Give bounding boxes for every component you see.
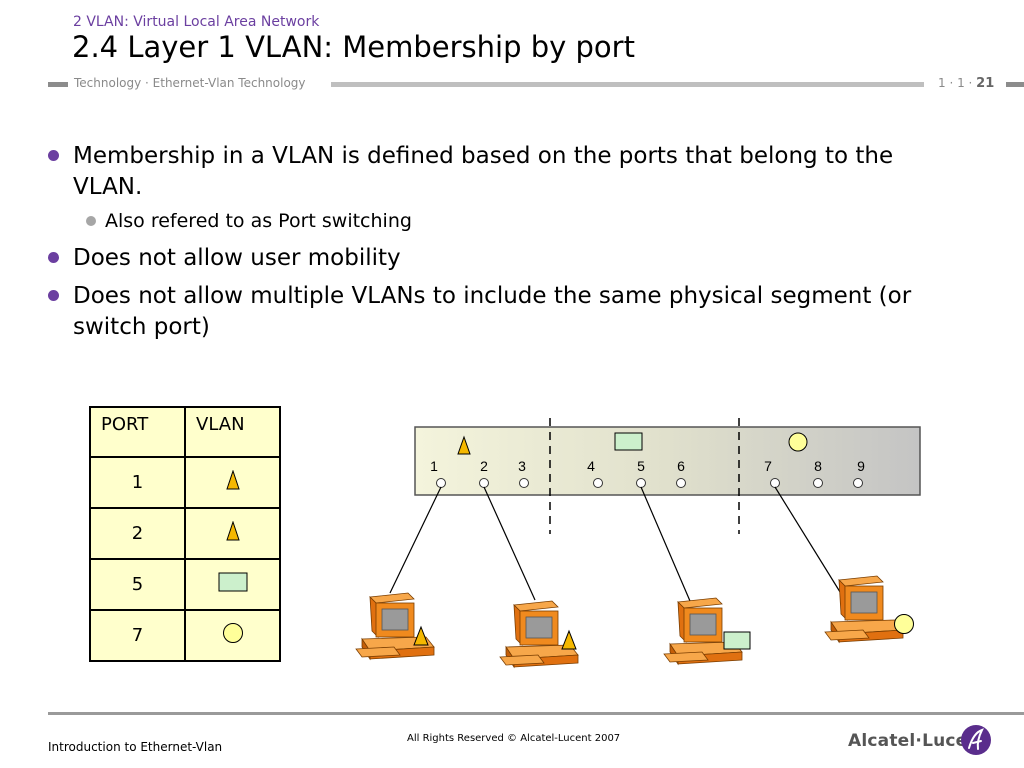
triangle-icon [225, 469, 240, 490]
page-number-value: 21 [976, 76, 995, 91]
rectangle-icon [218, 572, 247, 592]
section-kicker: 2 VLAN: Virtual Local Area Network [73, 14, 320, 30]
vlan-cell [184, 507, 281, 560]
bullet-item: Membership in a VLAN is defined based on… [48, 141, 963, 203]
rectangle-icon [723, 631, 751, 650]
computer-icon [499, 600, 579, 668]
header-rule-right [1006, 82, 1024, 87]
port-label: 8 [814, 458, 822, 474]
table-row: 7 [89, 609, 281, 662]
port-icon [436, 478, 446, 488]
cable-line [389, 486, 442, 594]
slide-title: 2.4 Layer 1 VLAN: Membership by port [72, 30, 635, 64]
port-label: 9 [857, 458, 865, 474]
page-prefix: 1 · 1 · [938, 76, 977, 90]
port-icon [636, 478, 646, 488]
triangle-icon [225, 520, 240, 541]
circle-icon [222, 623, 243, 643]
port-icon [479, 478, 489, 488]
port-label: 6 [677, 458, 685, 474]
port-cell: 7 [89, 609, 186, 662]
bullet-dot-icon [48, 150, 59, 161]
column-header-vlan: VLAN [184, 406, 281, 458]
alcatel-lucent-logo-icon [961, 725, 991, 755]
header-rule-middle [331, 82, 924, 87]
sub-bullet-item: Also refered to as Port switching [86, 210, 995, 233]
cable-line [640, 486, 691, 602]
port-cell: 2 [89, 507, 186, 560]
bullet-dot-icon [48, 290, 59, 301]
computer-icon [355, 592, 435, 660]
port-label: 4 [587, 458, 595, 474]
port-icon [853, 478, 863, 488]
port-cell: 5 [89, 558, 186, 611]
port-label: 3 [518, 458, 526, 474]
page-number: 1 · 1 · 21 [938, 76, 994, 91]
vlan-cell [184, 558, 281, 611]
table-row: 2 [89, 507, 281, 560]
bullet-dot-icon [48, 252, 59, 263]
triangle-icon [561, 629, 577, 650]
bullet-text: Does not allow multiple VLANs to include… [73, 283, 912, 340]
company-logo-text: Alcatel·Lucent [848, 731, 989, 751]
rectangle-icon [614, 432, 643, 451]
port-vlan-table: PORT VLAN 1 2 5 7 [89, 406, 281, 662]
bullet-text: Membership in a VLAN is defined based on… [73, 143, 894, 200]
column-header-port: PORT [89, 406, 186, 458]
circle-icon [788, 432, 808, 452]
table-row: 1 [89, 456, 281, 509]
bullet-item: Does not allow user mobility [48, 243, 963, 274]
header-rule-left [48, 82, 68, 87]
vlan-cell [184, 609, 281, 662]
cable-line [483, 486, 536, 601]
sub-bullet-dot-icon [86, 216, 96, 226]
triangle-icon [413, 625, 429, 646]
footer-rule [48, 712, 1024, 715]
cable-line [774, 486, 846, 601]
vlan-cell [184, 456, 281, 509]
sub-bullet-text: Also refered to as Port switching [105, 210, 412, 232]
port-cell: 1 [89, 456, 186, 509]
port-icon [519, 478, 529, 488]
port-icon [813, 478, 823, 488]
triangle-icon [457, 435, 471, 455]
bullet-text: Does not allow user mobility [73, 245, 401, 271]
port-icon [676, 478, 686, 488]
table-row: 5 [89, 558, 281, 611]
port-label: 7 [764, 458, 772, 474]
port-icon [770, 478, 780, 488]
footer-copyright: All Rights Reserved © Alcatel-Lucent 200… [407, 733, 621, 744]
port-label: 1 [430, 458, 438, 474]
footer-course-title: Introduction to Ethernet-Vlan [48, 740, 223, 754]
port-label: 5 [637, 458, 645, 474]
port-label: 2 [480, 458, 488, 474]
switch-diagram: 1 2 3 4 5 6 7 8 9 [355, 418, 921, 668]
switch-body [414, 426, 921, 496]
computer-icon [663, 597, 743, 665]
bullet-item: Does not allow multiple VLANs to include… [48, 281, 963, 343]
port-icon [593, 478, 603, 488]
table-header-row: PORT VLAN [89, 406, 281, 458]
slide-subtitle: Technology · Ethernet-Vlan Technology [74, 76, 306, 90]
circle-icon [894, 614, 914, 634]
